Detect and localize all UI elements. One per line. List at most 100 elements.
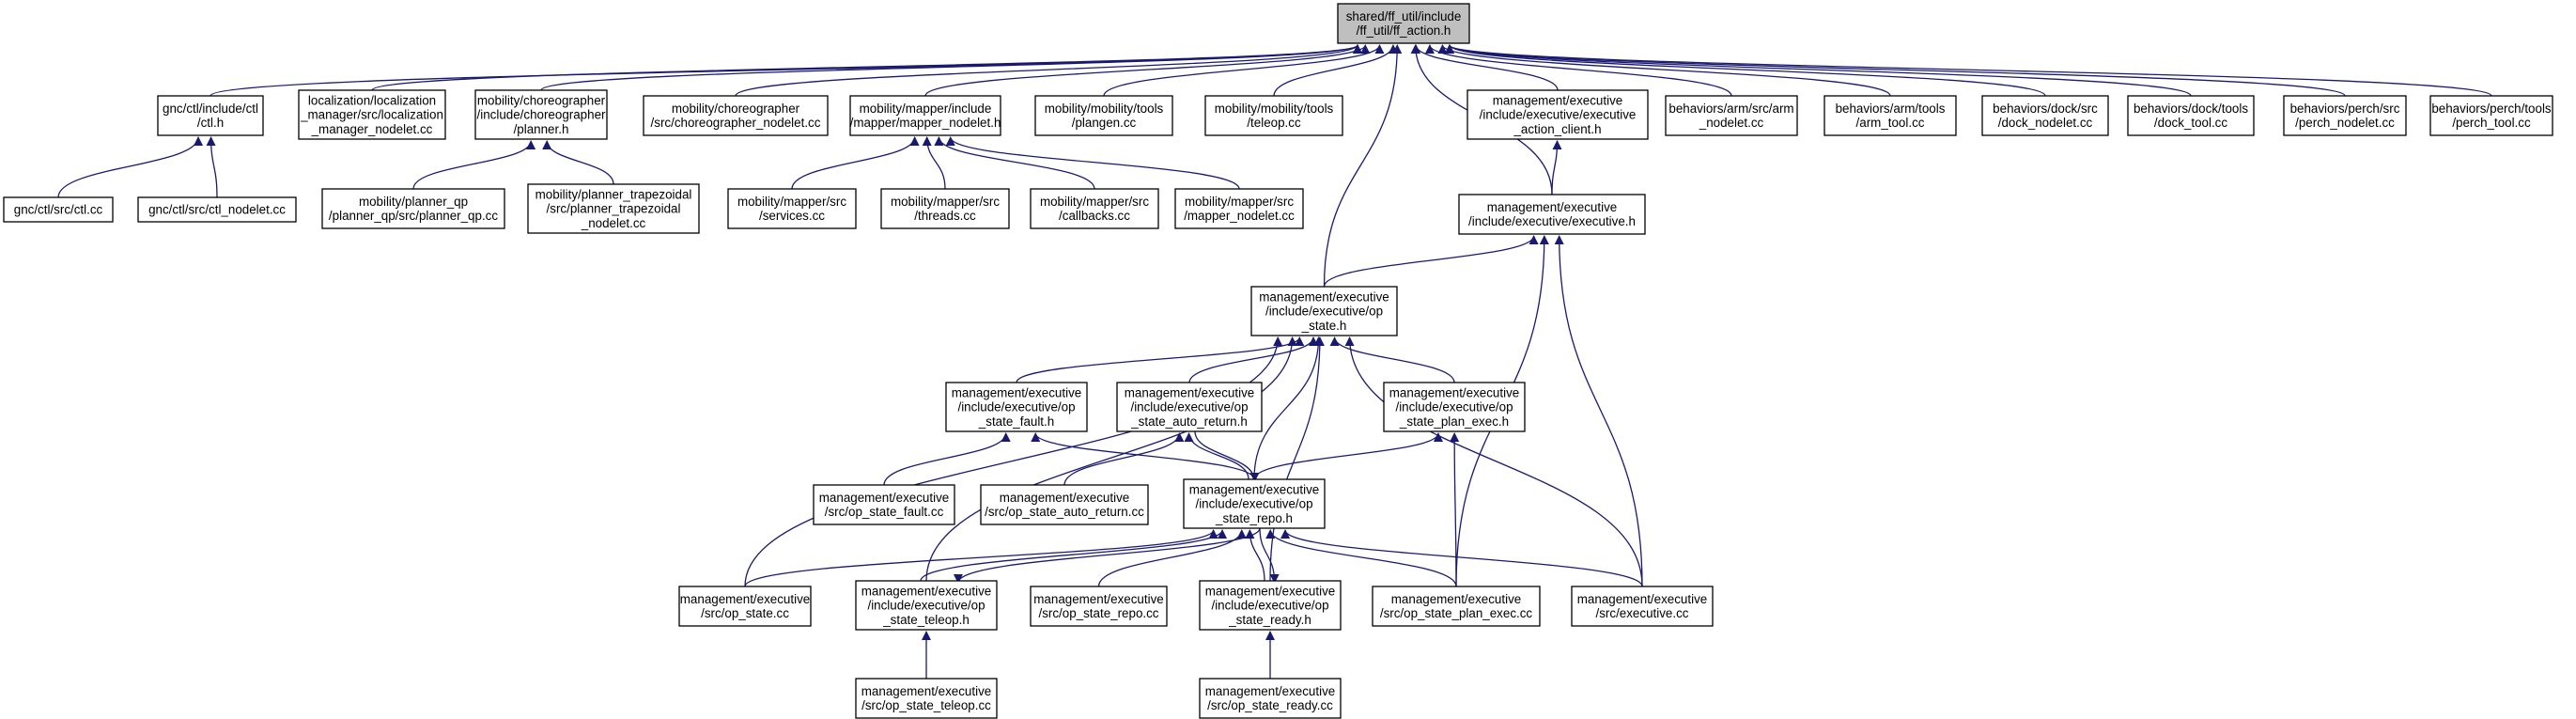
node-dock-nodelet[interactable]: behaviors/dock/src/dock_nodelet.cc bbox=[1981, 95, 2109, 136]
node-box bbox=[1034, 95, 1173, 136]
node-label-line: gnc/ctl/src/ctl.cc bbox=[14, 203, 103, 217]
node-teleop[interactable]: mobility/mobility/tools/teleop.cc bbox=[1204, 95, 1343, 136]
edge-teleop-to-ffaction bbox=[1273, 44, 1398, 97]
edge-executive_cc-to-executive_h bbox=[1554, 235, 1643, 587]
node-label-line: mobility/mapper/src bbox=[1040, 195, 1149, 209]
edge-op_state_h-to-executive_h bbox=[1323, 235, 1539, 288]
node-label-line: management/executive bbox=[1493, 93, 1622, 107]
node-arm-tool[interactable]: behaviors/arm/tools/arm_tool.cc bbox=[1823, 95, 1957, 136]
node-plangen[interactable]: mobility/mobility/tools/plangen.cc bbox=[1034, 95, 1173, 136]
node-label-line: /src/op_state_ready.cc bbox=[1207, 698, 1333, 712]
node-label-line: management/executive bbox=[819, 491, 949, 505]
node-label-line: management/executive bbox=[1391, 592, 1521, 606]
edge-mapper_nodelet_cc-to-mapper_h bbox=[945, 136, 1240, 190]
node-op-fault-cc[interactable]: management/executive/src/op_state_fault.… bbox=[813, 484, 955, 525]
node-box bbox=[849, 95, 1001, 136]
node-label-line: /include/executive/op bbox=[957, 400, 1075, 414]
node-mapper-services[interactable]: mobility/mapper/src/services.cc bbox=[727, 188, 857, 229]
edge-op_repo_h-to-op_plan_h bbox=[1253, 432, 1443, 480]
node-label-line: mobility/mobility/tools bbox=[1045, 102, 1164, 116]
node-box bbox=[880, 188, 1010, 229]
edge-op_repo_h-to-op_ready_h bbox=[1259, 527, 1280, 584]
node-mapper-threads[interactable]: mobility/mapper/src/threads.cc bbox=[880, 188, 1010, 229]
node-ctl-cc[interactable]: gnc/ctl/src/ctl.cc bbox=[3, 196, 114, 223]
node-label-line: /services.cc bbox=[759, 209, 825, 223]
node-perch-nodelet[interactable]: behaviors/perch/src/perch_nodelet.cc bbox=[2283, 95, 2407, 136]
node-op-state-h[interactable]: management/executive/include/executive/o… bbox=[1250, 286, 1398, 336]
node-choreo-nodelet[interactable]: mobility/choreographer/src/choreographer… bbox=[643, 95, 829, 136]
node-label-line: /include/executive/op bbox=[1211, 599, 1328, 613]
edge-planner_trap-to-planner_h bbox=[542, 140, 614, 185]
node-label-line: /ff_util/ff_action.h bbox=[1357, 23, 1451, 38]
node-ctl-nodelet-cc[interactable]: gnc/ctl/src/ctl_nodelet.cc bbox=[137, 196, 297, 223]
node-ctl-h[interactable]: gnc/ctl/include/ctl/ctl.h bbox=[157, 95, 264, 136]
node-arm-nodelet[interactable]: behaviors/arm/src/arm_nodelet.cc bbox=[1665, 95, 1798, 136]
edge-arm_nodelet-to-ffaction bbox=[1425, 44, 1732, 97]
node-box bbox=[1372, 586, 1541, 627]
node-box bbox=[1183, 478, 1326, 529]
node-label-line: management/executive bbox=[680, 592, 810, 606]
node-op-ready-cc[interactable]: management/executive/src/op_state_ready.… bbox=[1199, 678, 1342, 719]
node-op-teleop-h[interactable]: management/executive/include/executive/o… bbox=[855, 580, 998, 631]
node-perch-tool[interactable]: behaviors/perch/tools/perch_tool.cc bbox=[2429, 95, 2553, 136]
edge-op_auto_cc-to-op_auto_h bbox=[1063, 432, 1185, 486]
node-op-repo-cc[interactable]: management/executive/src/op_state_repo.c… bbox=[1030, 586, 1168, 627]
edge-choreo_nodelet-to-ffaction bbox=[735, 44, 1362, 97]
edge-dock_tool-to-ffaction bbox=[1445, 44, 2192, 97]
node-label-line: mobility/mobility/tools bbox=[1215, 102, 1334, 116]
node-op-fault-h[interactable]: management/executive/include/executive/o… bbox=[945, 382, 1088, 432]
node-box bbox=[1571, 586, 1714, 627]
node-op-plan-cc[interactable]: management/executive/src/op_state_plan_e… bbox=[1372, 586, 1541, 627]
node-planner-trap[interactable]: mobility/planner_trapezoidal/src/planner… bbox=[527, 183, 700, 234]
edge-plangen-to-ffaction bbox=[1103, 44, 1385, 97]
node-label-line: mobility/planner_trapezoidal bbox=[535, 187, 692, 201]
node-op-repo-h[interactable]: management/executive/include/executive/o… bbox=[1183, 478, 1326, 529]
node-exec-client-h[interactable]: management/executive/include/executive/e… bbox=[1466, 89, 1649, 140]
node-label-line: _nodelet.cc bbox=[1699, 116, 1764, 130]
edge-op_repo_h-to-op_fault_h bbox=[1031, 432, 1255, 480]
node-box bbox=[1250, 286, 1398, 336]
node-box bbox=[1174, 188, 1304, 229]
node-label-line: /teleop.cc bbox=[1247, 116, 1301, 130]
node-planner-h[interactable]: mobility/choreographer/include/choreogra… bbox=[474, 89, 608, 140]
node-op-auto-cc[interactable]: management/executive/src/op_state_auto_r… bbox=[980, 484, 1149, 525]
node-ffaction[interactable]: shared/ff_util/include/ff_util/ff_action… bbox=[1337, 3, 1470, 44]
node-label-line: _manager/src/localization bbox=[300, 108, 443, 122]
node-executive-cc[interactable]: management/executive/src/executive.cc bbox=[1571, 586, 1714, 627]
node-label-line: /planner_qp/src/planner_qp.cc bbox=[329, 209, 498, 223]
node-planner-qp[interactable]: mobility/planner_qp/planner_qp/src/plann… bbox=[321, 188, 505, 229]
node-mapper-callbacks[interactable]: mobility/mapper/src/callbacks.cc bbox=[1030, 188, 1159, 229]
node-op-state-cc[interactable]: management/executive/src/op_state.cc bbox=[678, 586, 812, 627]
node-label-line: /include/executive/op bbox=[1195, 497, 1312, 511]
node-op-teleop-cc[interactable]: management/executive/src/op_state_teleop… bbox=[855, 678, 998, 719]
node-executive-h[interactable]: management/executive/include/executive/e… bbox=[1458, 194, 1646, 235]
edge-op_fault_cc-to-op_fault_h bbox=[883, 432, 1011, 486]
node-label-line: _nodelet.cc bbox=[581, 216, 646, 230]
node-op-auto-h[interactable]: management/executive/include/executive/o… bbox=[1116, 382, 1263, 432]
node-label-line: /include/executive/op bbox=[867, 599, 985, 613]
node-label-line: _action_client.h bbox=[1513, 122, 1601, 136]
node-box bbox=[157, 95, 264, 136]
node-layer: shared/ff_util/include/ff_util/ff_action… bbox=[3, 3, 2553, 719]
node-op-plan-h[interactable]: management/executive/include/executive/o… bbox=[1383, 382, 1526, 432]
node-box bbox=[855, 678, 998, 719]
node-mapper-nodelet-cc[interactable]: mobility/mapper/src/mapper_nodelet.cc bbox=[1174, 188, 1304, 229]
node-label-line: management/executive bbox=[1125, 385, 1254, 399]
edge-op_repo_cc-to-op_repo_h bbox=[1097, 529, 1247, 587]
edge-mapper_h-to-ffaction bbox=[924, 44, 1371, 97]
node-label-line: /mapper_nodelet.cc bbox=[1184, 209, 1295, 223]
node-label-line: management/executive bbox=[1487, 200, 1617, 214]
node-op-ready-h[interactable]: management/executive/include/executive/o… bbox=[1199, 580, 1342, 631]
node-box bbox=[1199, 678, 1342, 719]
node-mapper-h[interactable]: mobility/mapper/include/mapper/mapper_no… bbox=[849, 95, 1001, 136]
node-loc-nodelet[interactable]: localization/localization_manager/src/lo… bbox=[298, 89, 446, 140]
node-label-line: mobility/choreographer bbox=[672, 102, 800, 116]
node-box bbox=[298, 89, 446, 140]
edge-op_fault_h-to-op_state_h bbox=[1016, 336, 1305, 383]
node-dock-tool[interactable]: behaviors/dock/tools/dock_tool.cc bbox=[2127, 95, 2255, 136]
node-label-line: /include/executive/op bbox=[1130, 400, 1248, 414]
node-label-line: management/executive bbox=[1205, 684, 1335, 698]
node-label-line: gnc/ctl/include/ctl bbox=[163, 102, 258, 116]
node-box bbox=[945, 382, 1088, 432]
